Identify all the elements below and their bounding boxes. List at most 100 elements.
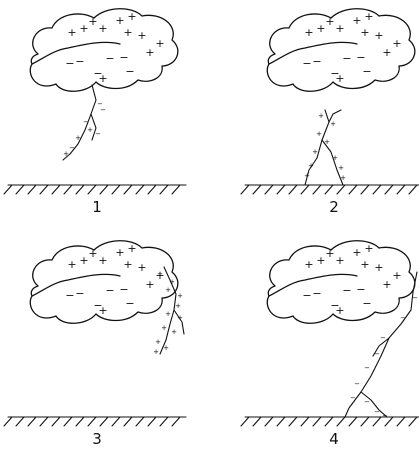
positive-charge: + <box>352 246 361 259</box>
ground-hatch <box>123 184 133 195</box>
channel-negative-charge: − <box>364 398 370 406</box>
ground-hatch <box>252 416 262 427</box>
ground-hatch <box>147 184 157 195</box>
positive-charge: + <box>325 247 334 260</box>
positive-charge: + <box>374 29 383 42</box>
positive-charge: + <box>316 254 325 267</box>
positive-charge: + <box>155 269 164 282</box>
negative-charge: − <box>93 299 102 312</box>
positive-charge: + <box>123 26 132 39</box>
channel-positive-charge: + <box>161 324 167 332</box>
negative-charge: − <box>105 52 114 65</box>
positive-charge: + <box>79 22 88 35</box>
channel-positive-charge: + <box>177 314 183 322</box>
cloud-outline <box>29 8 179 92</box>
panel-1: +++++++++++−−−−−−−−−++−+−1 <box>3 8 187 216</box>
channel-negative-charge: − <box>83 118 89 126</box>
ground-hatch <box>300 416 310 427</box>
channel-negative-charge: − <box>364 364 370 372</box>
negative-charge: − <box>302 57 311 70</box>
cloud-outline <box>266 240 416 324</box>
ground-hatch <box>3 416 13 427</box>
lightning-channel <box>321 139 344 186</box>
ground-hatch <box>111 416 121 427</box>
ground-hatch <box>384 416 394 427</box>
negative-charge: − <box>330 67 339 80</box>
ground-hatch <box>51 416 61 427</box>
stage-label: 3 <box>92 430 102 448</box>
ground-hatch <box>396 184 406 195</box>
ground-hatch <box>348 184 358 195</box>
channel-positive-charge: + <box>169 278 175 286</box>
channel-positive-charge: + <box>87 126 93 134</box>
negative-charge: − <box>342 284 351 297</box>
channel-positive-charge: + <box>153 348 159 356</box>
positive-charge: + <box>88 15 97 28</box>
ground-hatch <box>336 416 346 427</box>
negative-charge: − <box>105 284 114 297</box>
channel-positive-charge: + <box>75 134 81 142</box>
lightning-channel <box>372 337 390 357</box>
channel-negative-charge: − <box>350 394 356 402</box>
ground-hatch <box>252 184 262 195</box>
ground-hatch <box>39 416 49 427</box>
negative-charge: − <box>362 65 371 78</box>
channel-positive-charge: + <box>332 154 338 162</box>
ground-hatch <box>135 184 145 195</box>
positive-charge: + <box>98 254 107 267</box>
lightning-channel <box>304 109 330 186</box>
ground-hatch <box>171 184 181 195</box>
ground-hatch <box>87 416 97 427</box>
ground-hatch <box>312 184 322 195</box>
positive-charge: + <box>304 258 313 271</box>
channel-positive-charge: + <box>175 302 181 310</box>
channel-negative-charge: − <box>412 294 418 302</box>
negative-charge: − <box>65 57 74 70</box>
channel-negative-charge: − <box>374 408 380 416</box>
cloud-inner-line <box>31 41 121 65</box>
ground-hatch <box>324 184 334 195</box>
channel-positive-charge: + <box>165 310 171 318</box>
ground-hatch <box>408 184 418 195</box>
negative-charge: − <box>356 283 365 296</box>
positive-charge: + <box>335 304 344 317</box>
channel-positive-charge: + <box>338 164 344 172</box>
positive-charge: + <box>127 242 136 255</box>
positive-charge: + <box>115 14 124 27</box>
channel-positive-charge: + <box>316 130 322 138</box>
channel-positive-charge: + <box>163 344 169 352</box>
positive-charge: + <box>304 26 313 39</box>
ground-hatch <box>51 184 61 195</box>
ground-hatch <box>240 184 250 195</box>
positive-charge: + <box>374 261 383 274</box>
ground-hatch <box>147 416 157 427</box>
stage-label: 1 <box>92 198 102 216</box>
ground-hatch <box>159 416 169 427</box>
lightning-channel <box>90 113 97 141</box>
channel-positive-charge: + <box>304 172 310 180</box>
ground-hatch <box>324 416 334 427</box>
positive-charge: + <box>316 22 325 35</box>
positive-charge: + <box>364 242 373 255</box>
channel-negative-charge: − <box>97 100 103 108</box>
ground-hatch <box>27 184 37 195</box>
negative-charge: − <box>312 55 321 68</box>
ground-hatch <box>384 184 394 195</box>
positive-charge: + <box>155 37 164 50</box>
negative-charge: − <box>342 52 351 65</box>
ground-hatch <box>348 416 358 427</box>
negative-charge: − <box>125 297 134 310</box>
channel-positive-charge: + <box>177 292 183 300</box>
channel-negative-charge: − <box>354 380 360 388</box>
channel-negative-charge: − <box>100 106 106 114</box>
ground-hatch <box>276 416 286 427</box>
ground-hatch <box>39 184 49 195</box>
ground-hatch <box>87 184 97 195</box>
ground-hatch <box>336 184 346 195</box>
positive-charge: + <box>325 15 334 28</box>
positive-charge: + <box>123 258 132 271</box>
ground-hatch <box>300 184 310 195</box>
ground-hatch <box>372 416 382 427</box>
channel-negative-charge: − <box>382 412 388 420</box>
